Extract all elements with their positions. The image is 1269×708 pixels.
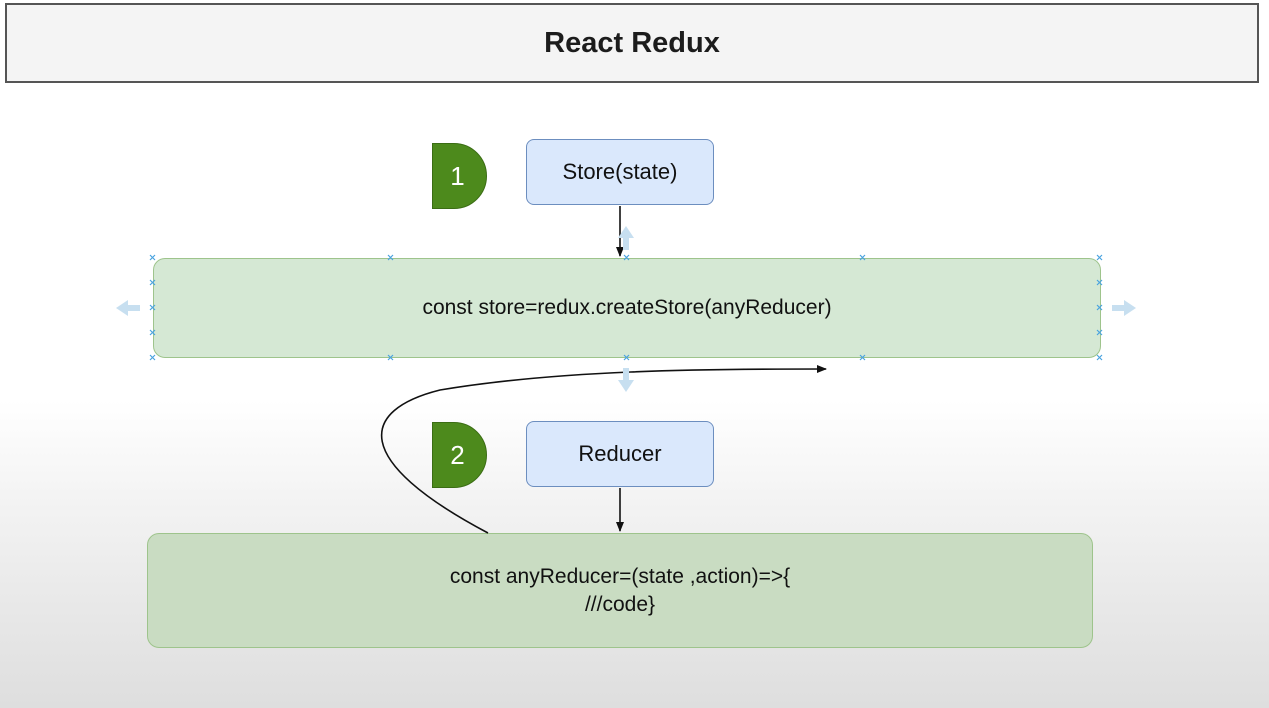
diagram-title: React Redux: [544, 26, 720, 59]
store-state-box[interactable]: Store(state): [526, 139, 714, 205]
reducer-code-box[interactable]: const anyReducer=(state ,action)=>{ ///c…: [147, 533, 1093, 648]
reducer-label: Reducer: [578, 441, 662, 466]
reducer-code-line-2: ///code}: [584, 592, 656, 616]
reducer-box[interactable]: Reducer: [526, 421, 714, 487]
store-state-label: Store(state): [562, 159, 678, 184]
create-store-code-line: const store=redux.createStore(anyReducer…: [422, 296, 832, 319]
selection-handles: [149, 254, 1103, 361]
hover-direction-arrows: [116, 226, 1136, 392]
step-1-badge: 1: [432, 143, 487, 209]
title-bar: React Redux: [5, 3, 1259, 83]
reducer-code-line-1: const anyReducer=(state ,action)=>{: [449, 564, 791, 588]
step-1-number: 1: [450, 160, 465, 191]
step-2-badge: 2: [432, 422, 487, 488]
step-2-number: 2: [450, 439, 465, 470]
reducer-to-store-curved-arrow: [380, 365, 827, 534]
